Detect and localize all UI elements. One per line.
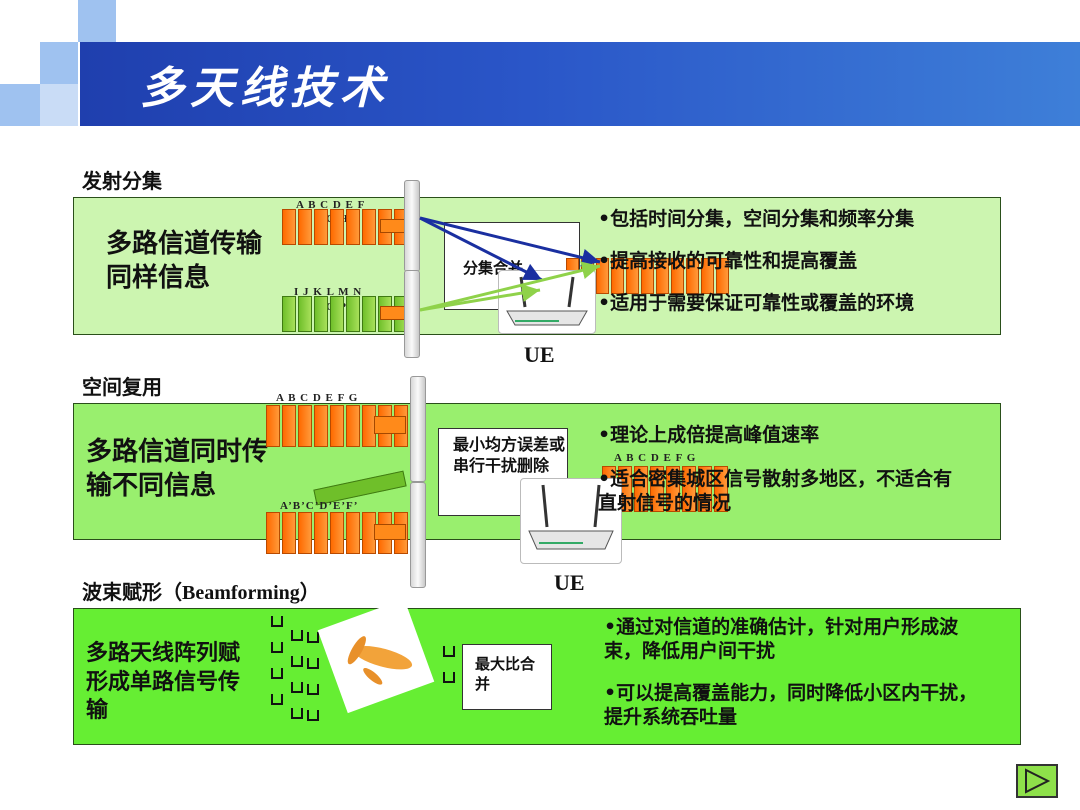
tx-bullet-1: •包括时间分集，空间分集和频率分集	[598, 208, 915, 230]
beamforming-label-cn: 波束赋形（	[82, 580, 182, 604]
mrc-label: 最大比合并	[475, 655, 536, 693]
section-label-tx-diversity: 发射分集	[82, 169, 162, 193]
header-decoration	[0, 0, 140, 130]
arrow-top-orange-2	[374, 416, 406, 434]
bf-bullet-2: •可以提高覆盖能力，同时降低小区内干扰，提升系统吞吐量	[604, 682, 978, 728]
ue-router-2	[520, 478, 622, 564]
letters-a-g-right: A B C D E F G	[614, 452, 697, 464]
letters-i-n: I J K L M N	[294, 286, 363, 298]
letters-a-g-top: A B C D E F G	[276, 392, 359, 404]
signal-blocks-received-2	[602, 466, 728, 512]
router-icon	[528, 484, 614, 550]
play-triangle-icon	[1025, 768, 1051, 794]
section-label-spatial-mux: 空间复用	[82, 375, 162, 399]
spatial-mux-main-text: 多路信道同时传输不同信息	[86, 437, 269, 501]
signal-blocks-top	[282, 209, 408, 245]
arrow-bottom-orange-2	[374, 524, 406, 540]
section-label-beamforming: 波束赋形（Beamforming）	[82, 576, 320, 605]
beam-lobe-icon	[347, 636, 413, 685]
beamforming-main-text: 多路天线阵列赋形成单路信号传输	[86, 641, 241, 724]
antenna-3	[410, 376, 426, 482]
beamforming-label-end: ）	[299, 580, 320, 604]
ue-label-1: UE	[524, 342, 555, 367]
mmse-label: 最小均方误差或串行干扰删除	[453, 435, 566, 475]
antenna-4	[410, 482, 426, 588]
rx-antenna-icon	[443, 646, 455, 683]
mux-bullet-2: •适合密集城区信号散射多地区，不适合有直射信号的情况	[598, 468, 953, 514]
beam-pattern	[317, 598, 435, 714]
mux-bullet-1: •理论上成倍提高峰值速率	[598, 424, 820, 446]
tx-bullet-3: •适用于需要保证可靠性或覆盖的环境	[598, 292, 915, 314]
tx-bullet-2: •提高接收的可靠性和提高覆盖	[598, 250, 858, 272]
beamforming-label-en: Beamforming	[182, 582, 300, 604]
letters-a-f: A B C D E F	[296, 199, 366, 211]
antenna-2	[404, 270, 420, 358]
letters-primed: A’B’C’D’E’F’	[280, 500, 359, 512]
next-slide-button[interactable]	[1016, 764, 1058, 798]
header-bar	[80, 42, 1080, 126]
ue-router-1	[498, 270, 596, 334]
page-title: 多天线技术	[140, 63, 390, 114]
ue-label-2: UE	[554, 570, 585, 595]
antenna-array-icon	[271, 616, 319, 721]
signal-blocks-received	[566, 258, 729, 294]
mrc-box: 最大比合并	[462, 644, 552, 710]
tx-diversity-main-text: 多路信道传输同样信息	[106, 229, 263, 293]
tx-diversity-arrows	[419, 216, 601, 312]
bf-bullet-1: •通过对信道的准确估计，针对用户形成波束，降低用户间干扰	[604, 616, 959, 662]
